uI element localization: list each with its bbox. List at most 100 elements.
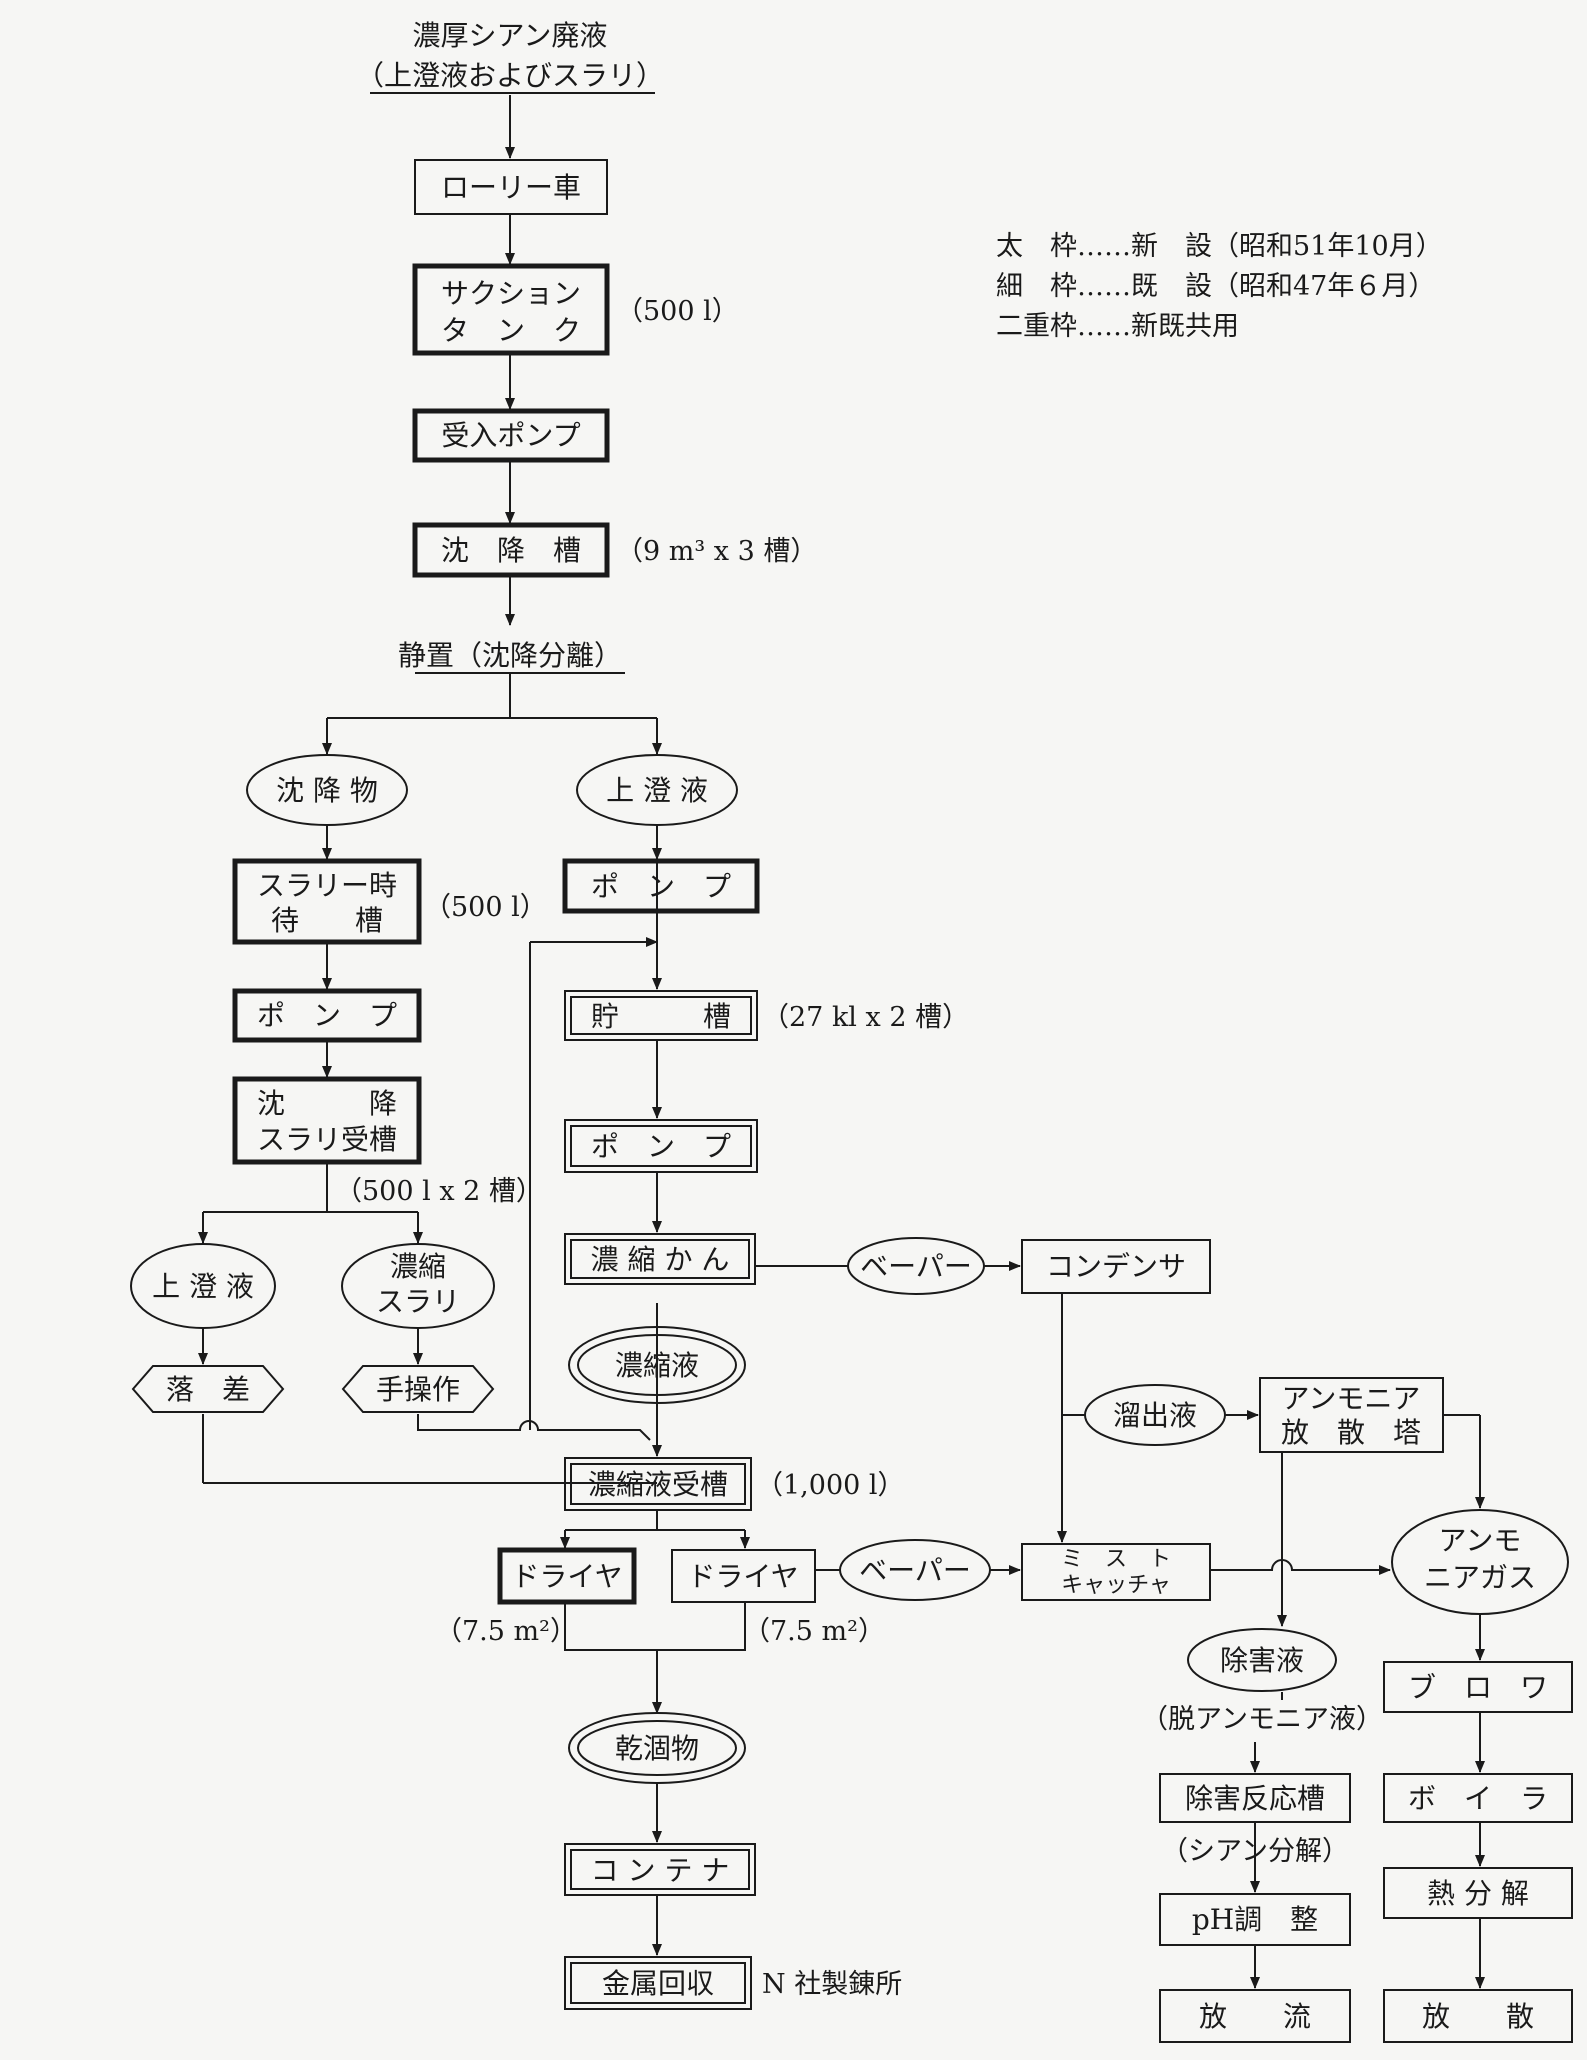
source-subtitle: （上澄液およびスラリ） (356, 59, 664, 92)
svg-text:キャッチャ: キャッチャ (1061, 1573, 1171, 1598)
legend-thin: 細 枠……既 設（昭和47年６月） (996, 271, 1435, 302)
svg-text:落 差: 落 差 (166, 1373, 250, 1406)
detox-note: （脱アンモニア液） (1141, 1704, 1383, 1735)
svg-text:濃縮液受槽: 濃縮液受槽 (588, 1468, 728, 1501)
svg-text:除害反応槽: 除害反応槽 (1185, 1782, 1325, 1815)
node-concentrated-slurry: 濃縮 スラリ (341, 1243, 495, 1329)
svg-text:サクション: サクション (441, 277, 581, 310)
svg-text:沈 降 物: 沈 降 物 (276, 774, 378, 807)
node-ammonia-gas: アンモ ニアガス (1391, 1509, 1569, 1615)
svg-text:放 散 塔: 放 散 塔 (1281, 1416, 1421, 1449)
svg-text:溜出液: 溜出液 (1113, 1399, 1197, 1432)
suction-capacity: （500 l） (616, 296, 739, 327)
svg-text:ポ ン プ: ポ ン プ (257, 999, 397, 1032)
settled-slurry-capacity: （500 l x 2 槽） (335, 1176, 543, 1207)
svg-text:タ ン ク: タ ン ク (441, 314, 581, 347)
node-settling-tank: 沈 降 槽 (412, 522, 610, 578)
node-detox-liquid: 除害液 (1187, 1628, 1337, 1692)
svg-text:熱 分 解: 熱 分 解 (1427, 1877, 1529, 1910)
source-title: 濃厚シアン廃液 (413, 19, 608, 52)
svg-text:スラリー時: スラリー時 (257, 869, 397, 902)
svg-text:濃縮液: 濃縮液 (615, 1349, 699, 1382)
svg-text:沈 降 槽: 沈 降 槽 (441, 534, 581, 567)
node-manual-operation: 手操作 (341, 1365, 495, 1413)
node-mist-catcher: ミ ス ト キャッチャ (1021, 1543, 1211, 1601)
node-receive-pump: 受入ポンプ (412, 408, 610, 463)
svg-text:ボ イ ラ: ボ イ ラ (1408, 1782, 1548, 1815)
connectors (198, 92, 1485, 1989)
svg-text:上 澄 液: 上 澄 液 (606, 774, 708, 807)
svg-text:スラリ受槽: スラリ受槽 (257, 1123, 397, 1156)
storage-capacity: （27 kl x 2 槽） (762, 1002, 969, 1033)
node-sediment: 沈 降 物 (246, 754, 408, 826)
svg-text:濃縮: 濃縮 (390, 1250, 446, 1283)
node-condenser: コンデンサ (1021, 1239, 1211, 1294)
node-container: コ ン テ ナ (564, 1843, 756, 1896)
svg-text:ニアガス: ニアガス (1424, 1561, 1536, 1594)
settling-capacity: （9 m³ x 3 槽） (616, 536, 817, 567)
node-dryer-1: ドライヤ (497, 1547, 637, 1605)
svg-text:ポ ン プ: ポ ン プ (591, 870, 731, 903)
detox-reactor-note: （シアン分解） (1161, 1836, 1349, 1867)
node-lorry: ローリー車 (414, 159, 608, 215)
node-boiler: ボ イ ラ (1383, 1773, 1573, 1823)
svg-text:手操作: 手操作 (376, 1373, 460, 1406)
node-pump-left: ポ ン プ (232, 988, 422, 1043)
svg-text:ドライヤ: ドライヤ (687, 1560, 798, 1593)
legend: 太 枠……新 設（昭和51年10月） 細 枠……既 設（昭和47年６月） 二重枠… (996, 231, 1443, 342)
svg-text:待 槽: 待 槽 (271, 904, 383, 937)
node-ph-adjust: pH調 整 (1159, 1893, 1351, 1946)
svg-text:沈 降: 沈 降 (257, 1087, 397, 1120)
node-supernatant: 上 澄 液 (576, 754, 738, 826)
node-discharge: 放 流 (1159, 1989, 1351, 2043)
node-blower: ブ ロ ワ (1383, 1661, 1573, 1713)
dryer-2-area: （7.5 m²） (743, 1616, 885, 1647)
dryer-1-area: （7.5 m²） (435, 1616, 577, 1647)
svg-text:受入ポンプ: 受入ポンプ (441, 419, 580, 452)
svg-text:ベーパー: ベーパー (859, 1554, 971, 1587)
node-gravity-fall: 落 差 (131, 1365, 285, 1413)
svg-text:コンデンサ: コンデンサ (1046, 1250, 1186, 1283)
node-dryer-2: ドライヤ (671, 1549, 816, 1603)
svg-text:ミ ス ト: ミ ス ト (1061, 1547, 1171, 1572)
node-metal-recovery: 金属回収 (564, 1956, 752, 2010)
node-dry-matter: 乾涸物 (568, 1712, 746, 1784)
svg-text:ドライヤ: ドライヤ (511, 1560, 622, 1593)
node-storage-tank: 貯 槽 (564, 990, 758, 1041)
standing-label: 静置（沈降分離） (398, 639, 622, 672)
svg-text:ローリー車: ローリー車 (441, 171, 581, 204)
node-detox-reactor: 除害反応槽 (1159, 1773, 1351, 1823)
svg-text:除害液: 除害液 (1220, 1644, 1304, 1677)
node-slurry-wait-tank: スラリー時 待 槽 (232, 858, 422, 945)
node-left-supernatant: 上 澄 液 (130, 1243, 276, 1329)
node-concentrate: 濃縮液 (568, 1326, 746, 1404)
smelter-label: N 社製錬所 (762, 1969, 902, 2000)
svg-text:上 澄 液: 上 澄 液 (152, 1270, 254, 1303)
svg-text:乾涸物: 乾涸物 (615, 1732, 699, 1765)
svg-text:アンモ: アンモ (1439, 1524, 1522, 1557)
svg-text:放 流: 放 流 (1199, 2000, 1311, 2033)
node-thermal-decomposition: 熱 分 解 (1383, 1867, 1573, 1919)
legend-thick: 太 枠……新 設（昭和51年10月） (996, 231, 1443, 262)
node-ammonia-stripper: アンモニア 放 散 塔 (1259, 1377, 1444, 1453)
svg-text:コ ン テ ナ: コ ン テ ナ (591, 1854, 730, 1887)
svg-text:貯 槽: 貯 槽 (591, 1000, 731, 1033)
slurry-wait-capacity: （500 l） (424, 892, 547, 923)
svg-text:金属回収: 金属回収 (602, 1967, 714, 2000)
legend-double: 二重枠……新既共用 (996, 311, 1239, 342)
node-settled-slurry-tank: 沈 降 スラリ受槽 (232, 1076, 422, 1165)
node-distillate: 溜出液 (1084, 1384, 1226, 1446)
svg-text:pH調 整: pH調 整 (1192, 1903, 1318, 1936)
node-suction-tank: サクション タ ン ク (412, 263, 610, 356)
svg-text:スラリ: スラリ (376, 1285, 460, 1318)
svg-text:ブ ロ ワ: ブ ロ ワ (1408, 1671, 1548, 1704)
concentrate-receiver-capacity: （1,000 l） (756, 1470, 905, 1501)
svg-text:ポ ン プ: ポ ン プ (591, 1130, 731, 1163)
node-vapor-2: ベーパー (839, 1539, 991, 1601)
svg-text:濃 縮 か ん: 濃 縮 か ん (591, 1243, 730, 1276)
node-vapor-1: ベーパー (847, 1237, 985, 1295)
svg-text:アンモニア: アンモニア (1282, 1382, 1421, 1415)
svg-text:放 散: 放 散 (1422, 2000, 1534, 2033)
node-pump-right-1: ポ ン プ (562, 858, 760, 914)
